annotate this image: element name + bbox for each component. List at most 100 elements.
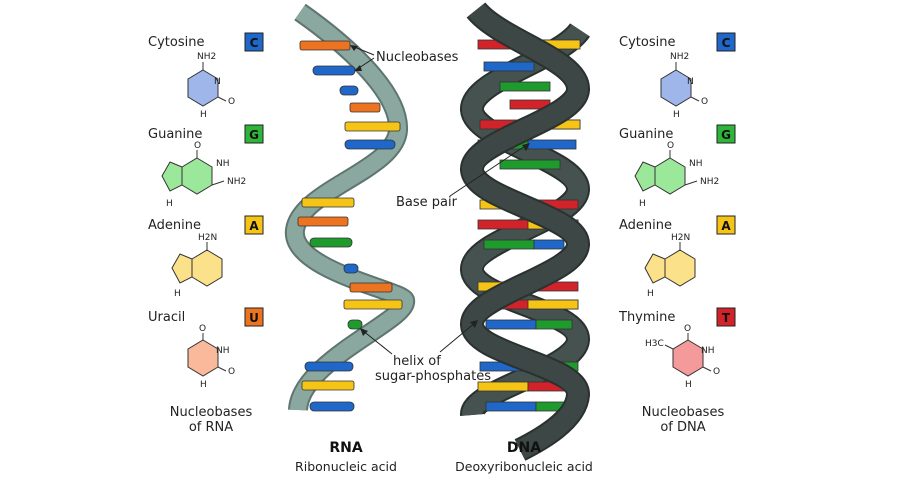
dna-guanine-letter: G	[721, 128, 731, 142]
rna-uracil-molecule: O NH O H	[187, 324, 235, 390]
rna-bases	[297, 40, 403, 412]
rna-cytosine-n: N	[214, 77, 221, 87]
dna-guanine-h: H	[639, 199, 646, 209]
base-pair-arrow	[449, 143, 529, 197]
rna-base-7	[301, 197, 355, 208]
dna-adenine-h: H	[647, 289, 654, 299]
dna-adenine-label: Adenine	[619, 218, 672, 233]
helix-arrowhead-rna	[360, 328, 368, 336]
helix-annotation-line2: sugar-phosphates	[375, 369, 491, 384]
rna-uracil-nh: NH	[216, 346, 230, 356]
dna-thymine-o: O	[713, 367, 720, 377]
rna-adenine-label: Adenine	[148, 218, 201, 233]
rna-adenine-molecule: H2N H	[171, 233, 223, 299]
rna-backbone	[287, 5, 413, 412]
rna-guanine-label: Guanine	[148, 127, 202, 142]
dna-cytosine-o: O	[701, 97, 708, 107]
rna-uracil-o-top: O	[199, 324, 206, 334]
nucleobases-arrowhead-2	[354, 65, 362, 71]
rna-guanine-letter: G	[249, 128, 259, 142]
dna-pair-10b	[533, 239, 565, 250]
rna-guanine-nh: NH	[216, 159, 230, 169]
rna-cytosine-nh2: NH2	[197, 52, 216, 62]
dna-cytosine-badge	[716, 32, 736, 52]
dna-thymine-badge	[716, 307, 736, 327]
rna-cytosine-letter: C	[250, 36, 259, 50]
helix-arrow-dna	[439, 321, 477, 353]
rna-cytosine-label: Cytosine	[148, 35, 204, 50]
rna-guanine-badge	[244, 124, 264, 144]
rna-guanine-o: O	[194, 141, 201, 151]
rna-base-12	[343, 299, 403, 310]
dna-thymine-h: H	[685, 380, 692, 390]
rna-subtitle: Ribonucleic acid	[295, 459, 397, 474]
rna-uracil-letter: U	[249, 311, 259, 325]
rna-base-14	[304, 361, 354, 372]
rna-cytosine-badge	[244, 32, 264, 52]
dna-subtitle: Deoxyribonucleic acid	[455, 459, 593, 474]
dna-adenine-molecule: H2N H	[644, 233, 696, 299]
dna-pair-6b	[527, 139, 577, 150]
rna-base-5	[344, 121, 401, 132]
dna-guanine-nh2: NH2	[700, 177, 719, 187]
rna-uracil-badge	[244, 307, 264, 327]
rna-guanine-molecule: O NH NH2 H	[161, 141, 246, 209]
rna-base-8	[297, 216, 349, 227]
rna-adenine-badge	[244, 215, 264, 235]
dna-thymine-letter: T	[722, 311, 731, 325]
dna-pair-12b	[527, 299, 579, 310]
rna-base-15	[301, 380, 355, 391]
rna-base-4	[349, 102, 381, 113]
helix-annotation-line1: helix of	[393, 354, 441, 369]
dna-title: DNA	[507, 440, 541, 456]
rna-base-11	[349, 282, 393, 293]
rna-uracil-o: O	[228, 367, 235, 377]
rna-adenine-letter: A	[249, 219, 259, 233]
rna-uracil-label: Uracil	[148, 310, 185, 325]
dna-pair-16	[485, 401, 537, 412]
dna-thymine-h3c: H3C	[645, 339, 664, 349]
dna-cytosine-nh2: NH2	[670, 52, 689, 62]
dna-pair-3	[499, 81, 551, 92]
dna-thymine-molecule: O H3C NH O H	[645, 324, 720, 390]
dna-guanine-o: O	[667, 141, 674, 151]
rna-uracil-h: H	[200, 380, 207, 390]
dna-caption-line2: of DNA	[660, 420, 705, 435]
dna-backbone-a	[462, 23, 589, 418]
dna-nucleobases-panel: Cytosine C NH2 O H N Guanine G O NH NH2 …	[618, 32, 736, 435]
rna-caption-line1: Nucleobases	[170, 405, 253, 420]
dna-caption-line1: Nucleobases	[642, 405, 725, 420]
annotations: Nucleobases Base pair helix of sugar-pho…	[350, 45, 530, 384]
helix-arrow-rna	[361, 329, 393, 355]
rna-base-3	[339, 85, 359, 96]
helix-arrowhead-dna	[470, 320, 478, 328]
dna-thymine-nh: NH	[701, 346, 715, 356]
dna-guanine-molecule: O NH NH2 H	[634, 141, 719, 209]
rna-title: RNA	[329, 440, 362, 456]
dna-pair-7	[499, 159, 561, 170]
rna-base-2	[312, 65, 356, 76]
dna-backbone-b	[462, 3, 588, 459]
rna-cytosine-o: O	[228, 97, 235, 107]
dna-cytosine-n: N	[687, 77, 694, 87]
dna-cytosine-letter: C	[722, 36, 731, 50]
rna-adenine-h: H	[174, 289, 181, 299]
rna-caption-line2: of RNA	[189, 420, 233, 435]
dna-thymine-label: Thymine	[618, 310, 675, 325]
nucleobases-annotation: Nucleobases	[376, 50, 459, 65]
rna-helix	[285, 3, 415, 412]
dna-cytosine-molecule: NH2 O H N	[660, 52, 708, 120]
dna-pair-13	[485, 319, 537, 330]
rna-adenine-h2n: H2N	[198, 233, 217, 243]
nucleobases-arrowhead-1	[350, 45, 358, 51]
dna-pair-2	[483, 61, 535, 72]
base-pair-arrowhead	[522, 143, 530, 151]
rna-base-9	[309, 237, 353, 248]
dna-guanine-label: Guanine	[619, 127, 673, 142]
dna-adenine-badge	[716, 215, 736, 235]
dna-guanine-badge	[716, 124, 736, 144]
rna-base-6	[344, 139, 396, 150]
rna-base-10	[343, 263, 359, 274]
dna-pair-10	[483, 239, 535, 250]
